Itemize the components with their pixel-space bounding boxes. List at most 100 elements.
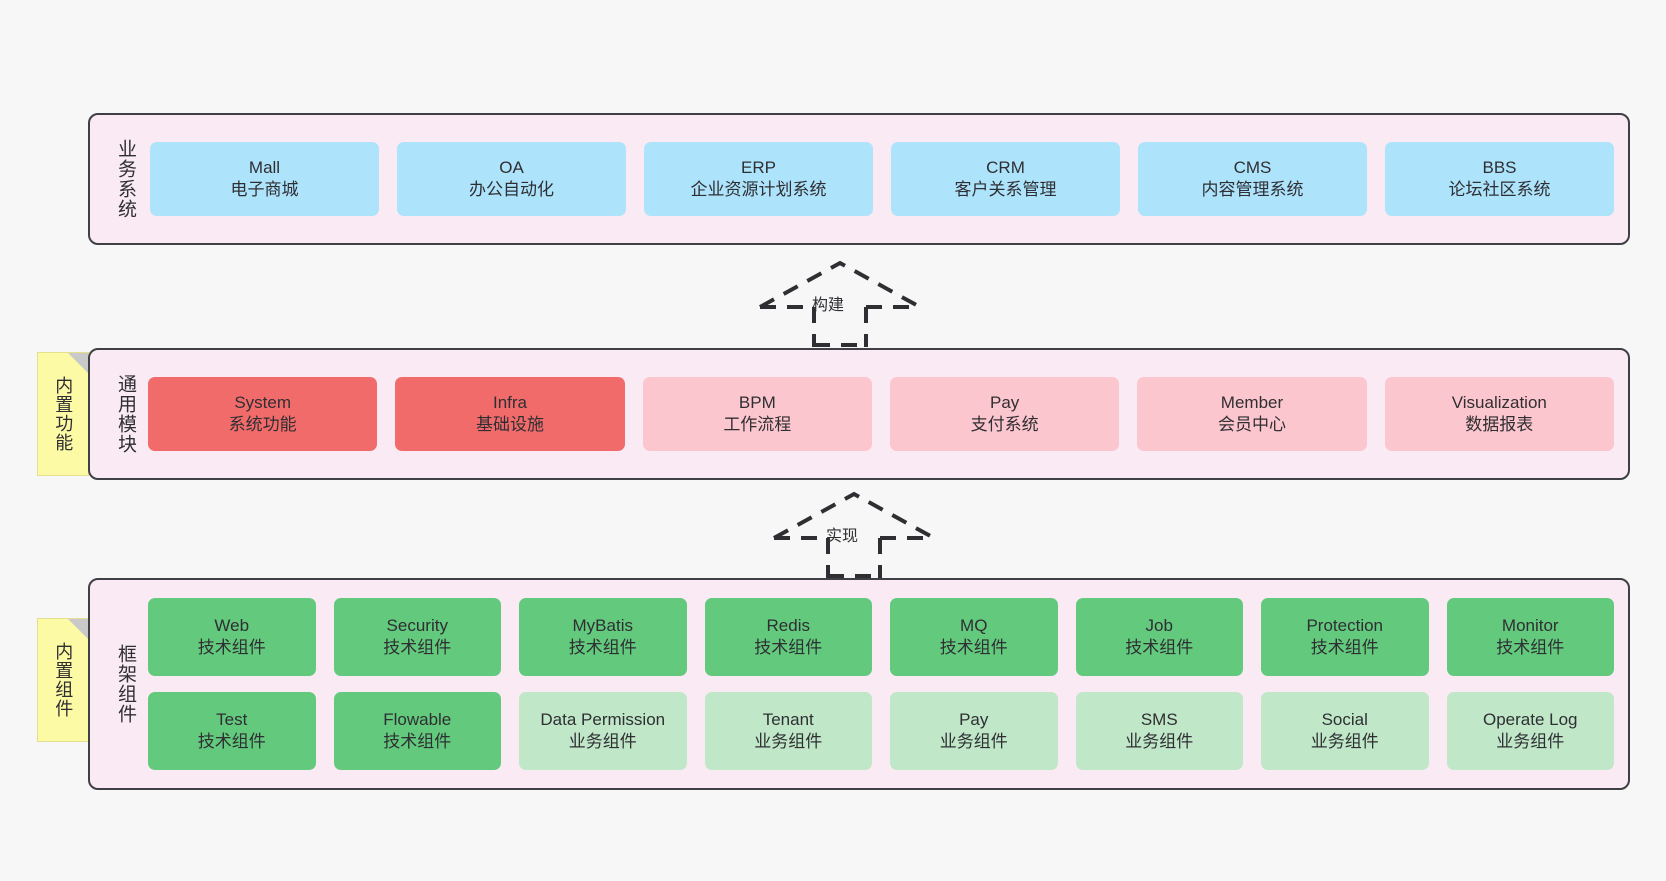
node-redis-name: Redis [766, 616, 810, 636]
node-visualization[interactable]: Visualization 数据报表 [1384, 377, 1614, 451]
generalization-arrow-icon [773, 491, 935, 578]
node-system-name: System [234, 393, 291, 413]
node-protection[interactable]: Protection 技术组件 [1261, 598, 1429, 676]
layer-business-systems: 业务系统 Mall 电子商城 OA 办公自动化 ERP 企业资源计划系统 CRM… [88, 113, 1630, 245]
sticky-note-builtin-components: 内置组件 [37, 618, 89, 742]
node-job[interactable]: Job 技术组件 [1075, 598, 1243, 676]
layer-modules-row: System 系统功能 Infra 基础设施 BPM 工作流程 Pay 支付系统… [148, 377, 1614, 451]
sticky-note-builtin-functions-label: 内置功能 [53, 376, 74, 452]
node-member[interactable]: Member 会员中心 [1137, 377, 1367, 451]
node-test[interactable]: Test 技术组件 [148, 692, 316, 770]
node-redis[interactable]: Redis 技术组件 [704, 598, 872, 676]
sticky-note-builtin-functions: 内置功能 [37, 352, 89, 476]
connector-build-label: 构建 [812, 297, 845, 314]
generalization-arrow-icon [759, 260, 921, 347]
node-pay-module-desc: 支付系统 [970, 415, 1039, 434]
layer-framework-components: 框架组件 Web 技术组件 Security 技术组件 MyBatis 技术组件… [88, 578, 1630, 790]
node-test-desc: 技术组件 [197, 732, 266, 751]
node-pay-module-name: Pay [990, 393, 1020, 413]
node-pay-component-desc: 业务组件 [939, 732, 1008, 751]
node-mall[interactable]: Mall 电子商城 [150, 142, 379, 216]
node-monitor-name: Monitor [1501, 616, 1559, 636]
node-bbs[interactable]: BBS 论坛社区系统 [1385, 142, 1614, 216]
node-sms[interactable]: SMS 业务组件 [1075, 692, 1243, 770]
node-pay-component-name: Pay [959, 710, 989, 730]
sticky-fold-icon [68, 619, 88, 639]
node-job-desc: 技术组件 [1125, 638, 1194, 657]
node-system[interactable]: System 系统功能 [148, 377, 378, 451]
node-crm[interactable]: CRM 客户关系管理 [891, 142, 1120, 216]
node-infra-name: Infra [492, 393, 527, 413]
node-oa-desc: 办公自动化 [469, 180, 554, 199]
node-mybatis[interactable]: MyBatis 技术组件 [519, 598, 687, 676]
node-oa-name: OA [499, 158, 524, 178]
node-erp-desc: 企业资源计划系统 [690, 180, 827, 199]
node-bpm[interactable]: BPM 工作流程 [642, 377, 872, 451]
node-data-permission-desc: 业务组件 [568, 732, 637, 751]
node-mall-name: Mall [248, 158, 281, 178]
connector-implement: 实现 [766, 486, 942, 578]
node-tenant-desc: 业务组件 [754, 732, 823, 751]
layer-framework-row-business: Test 技术组件 Flowable 技术组件 Data Permission … [148, 692, 1614, 770]
layer-title-framework: 框架组件 [115, 644, 136, 724]
node-flowable-desc: 技术组件 [383, 732, 452, 751]
node-mall-desc: 电子商城 [230, 180, 299, 199]
node-security-name: Security [386, 616, 448, 636]
node-sms-name: SMS [1140, 710, 1178, 730]
node-bbs-desc: 论坛社区系统 [1448, 180, 1551, 199]
sticky-fold-icon [68, 353, 88, 373]
node-system-desc: 系统功能 [228, 415, 297, 434]
node-web[interactable]: Web 技术组件 [148, 598, 316, 676]
node-operate-log-name: Operate Log [1482, 710, 1578, 730]
node-member-desc: 会员中心 [1217, 415, 1286, 434]
node-protection-desc: 技术组件 [1310, 638, 1379, 657]
node-cms-name: CMS [1233, 158, 1272, 178]
node-sms-desc: 业务组件 [1125, 732, 1194, 751]
node-pay-module[interactable]: Pay 支付系统 [889, 377, 1120, 451]
node-data-permission[interactable]: Data Permission 业务组件 [519, 692, 687, 770]
node-bbs-name: BBS [1482, 158, 1517, 178]
node-infra[interactable]: Infra 基础设施 [395, 377, 625, 451]
layer-common-modules: 通用模块 System 系统功能 Infra 基础设施 BPM 工作流程 Pay… [88, 348, 1630, 480]
layer-framework-cells: Web 技术组件 Security 技术组件 MyBatis 技术组件 Redi… [142, 580, 1628, 788]
node-crm-desc: 客户关系管理 [954, 180, 1057, 199]
node-web-desc: 技术组件 [197, 638, 266, 657]
node-mq[interactable]: MQ 技术组件 [890, 598, 1058, 676]
node-monitor[interactable]: Monitor 技术组件 [1446, 598, 1614, 676]
node-bpm-desc: 工作流程 [723, 415, 792, 434]
node-flowable[interactable]: Flowable 技术组件 [333, 692, 501, 770]
node-mybatis-desc: 技术组件 [568, 638, 637, 657]
node-social-name: Social [1321, 710, 1368, 730]
node-security-desc: 技术组件 [383, 638, 452, 657]
node-erp-name: ERP [741, 158, 776, 178]
layer-business-cells: Mall 电子商城 OA 办公自动化 ERP 企业资源计划系统 CRM 客户关系… [142, 115, 1628, 243]
node-member-name: Member [1220, 393, 1284, 413]
node-tenant-name: Tenant [762, 710, 814, 730]
node-security[interactable]: Security 技术组件 [333, 598, 501, 676]
node-mq-name: MQ [960, 616, 988, 636]
node-social[interactable]: Social 业务组件 [1261, 692, 1429, 770]
node-erp[interactable]: ERP 企业资源计划系统 [644, 142, 873, 216]
node-mybatis-name: MyBatis [572, 616, 633, 636]
node-job-name: Job [1145, 616, 1173, 636]
node-monitor-desc: 技术组件 [1496, 638, 1565, 657]
node-tenant[interactable]: Tenant 业务组件 [704, 692, 872, 770]
node-crm-name: CRM [986, 158, 1025, 178]
node-protection-name: Protection [1306, 616, 1384, 636]
layer-modules-cells: System 系统功能 Infra 基础设施 BPM 工作流程 Pay 支付系统… [142, 350, 1628, 478]
node-operate-log[interactable]: Operate Log 业务组件 [1446, 692, 1614, 770]
node-social-desc: 业务组件 [1310, 732, 1379, 751]
node-visualization-desc: 数据报表 [1465, 415, 1534, 434]
connector-build: 构建 [752, 255, 928, 347]
node-visualization-name: Visualization [1451, 393, 1547, 413]
node-infra-desc: 基础设施 [475, 415, 544, 434]
node-data-permission-name: Data Permission [540, 710, 666, 730]
node-bpm-name: BPM [738, 393, 776, 413]
node-pay-component[interactable]: Pay 业务组件 [890, 692, 1058, 770]
node-cms[interactable]: CMS 内容管理系统 [1138, 142, 1367, 216]
node-operate-log-desc: 业务组件 [1496, 732, 1565, 751]
sticky-note-builtin-components-label: 内置组件 [53, 642, 74, 718]
node-mq-desc: 技术组件 [939, 638, 1008, 657]
node-oa[interactable]: OA 办公自动化 [397, 142, 626, 216]
